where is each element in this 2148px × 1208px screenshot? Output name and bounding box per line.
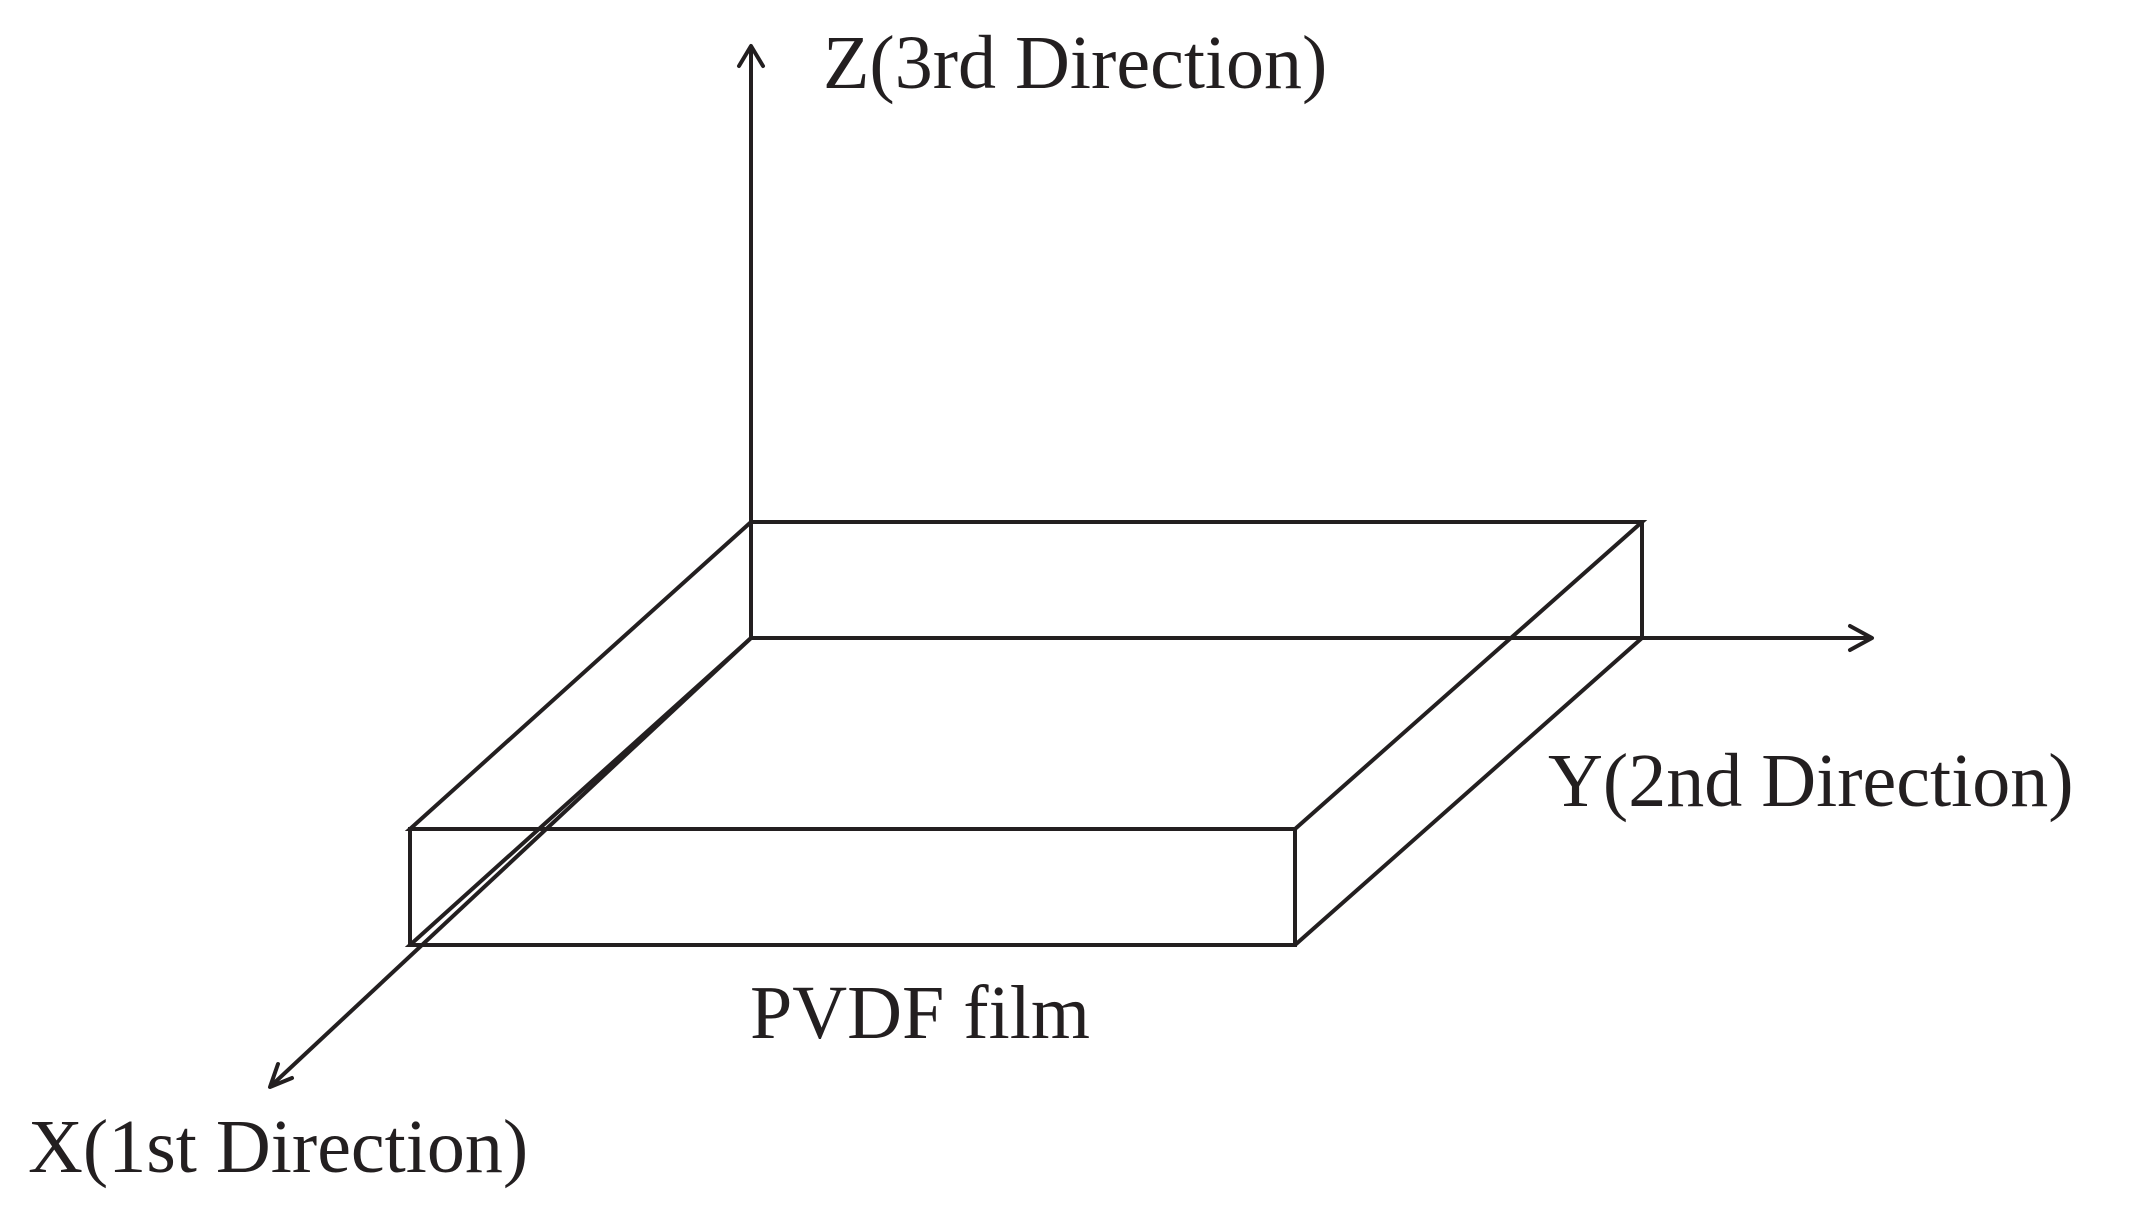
x-axis-label: X(1st Direction) [28,1105,528,1189]
y-axis-label: Y(2nd Direction) [1548,739,2074,823]
y-axis-arrowhead [1848,624,1874,652]
z-axis-arrowhead [737,44,765,68]
x-axis-arrowhead [268,1062,294,1089]
z-axis-label: Z(3rd Direction) [823,21,1327,105]
film-label: PVDF film [750,971,1090,1055]
pvdf-film-box [404,520,1648,947]
